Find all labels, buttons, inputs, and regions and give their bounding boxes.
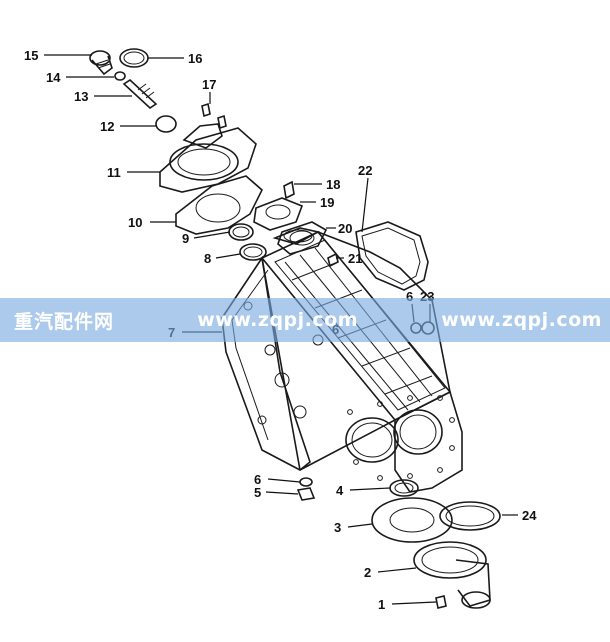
callout-2: 2: [364, 565, 371, 580]
watermark-band: 重汽配件网 www.zqpj.com www.zqpj.com: [0, 298, 610, 342]
callout-8: 8: [204, 251, 211, 266]
callout-13: 13: [74, 89, 88, 104]
plug-5: [296, 487, 316, 501]
callout-3: 3: [334, 520, 341, 535]
callout-14: 14: [46, 70, 61, 85]
callout-9: 9: [182, 231, 189, 246]
o-ring-12: [155, 115, 177, 133]
knob-15: [89, 50, 113, 76]
callout-6-bottom: 6: [254, 472, 261, 487]
callout-12: 12: [100, 119, 114, 134]
callout-10: 10: [128, 215, 142, 230]
watermark-url-right: www.zqpj.com: [441, 309, 602, 331]
ring-14: [114, 71, 126, 81]
screw-18: [283, 180, 295, 200]
callout-6-right: 6: [406, 289, 413, 304]
washer-6-bottom: [299, 477, 313, 487]
large-gasket-10: [175, 175, 263, 235]
callout-labels: 15 16 14 13 17 12 11 18 22 19 10 20 9 8 …: [24, 48, 537, 612]
watermark-url-middle: www.zqpj.com: [197, 309, 358, 331]
bolts-17: [201, 102, 211, 118]
callout-18: 18: [326, 177, 340, 192]
callout-22: 22: [358, 163, 372, 178]
watermark-site-name: 重汽配件网: [14, 310, 115, 333]
callout-11: 11: [107, 165, 121, 180]
top-cover-11: [159, 123, 257, 193]
callout-21: 21: [348, 251, 362, 266]
gasket-3: [371, 497, 453, 543]
callout-19: 19: [320, 195, 334, 210]
callout-17: 17: [202, 77, 216, 92]
callout-20: 20: [338, 221, 352, 236]
small-bolt-21: [327, 252, 339, 268]
callout-24: 24: [522, 508, 537, 523]
callout-1: 1: [378, 597, 385, 612]
leader-lines: [44, 54, 518, 605]
callout-4: 4: [336, 483, 344, 498]
flange-plate-20: [277, 221, 328, 255]
output-flange-2: [413, 541, 491, 609]
gasket-19: [253, 197, 304, 231]
transmission-housing: [221, 227, 463, 493]
bolt-1: [435, 595, 447, 609]
shaft-13: [122, 78, 158, 110]
rear-cover-gasket: [355, 221, 429, 291]
callout-15: 15: [24, 48, 38, 63]
seal-8: [239, 243, 267, 261]
callout-16: 16: [188, 51, 202, 66]
cover-disc-24: [439, 501, 501, 531]
callout-5: 5: [254, 485, 261, 500]
